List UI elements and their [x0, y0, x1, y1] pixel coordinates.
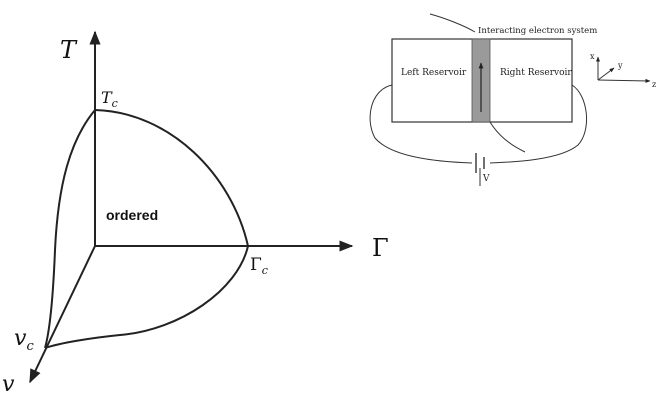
coordinate-axes: x y z: [590, 52, 656, 89]
inner-lead: [489, 121, 526, 153]
axis-t-label: T: [60, 36, 78, 64]
interacting-system-label: Interacting electron system: [478, 26, 597, 36]
phase-diagram: T Γ v Tc Γc vc ordered: [2, 30, 389, 397]
transport-schematic: Interacting electron system Left Reservo…: [369, 13, 656, 186]
tc-label: Tc: [101, 88, 118, 110]
right-wire: [489, 84, 588, 164]
axis-gamma-label: Γ: [372, 234, 389, 262]
right-reservoir-label: Right Reservoir: [500, 68, 572, 78]
vc-label-sub: c: [26, 339, 34, 354]
vc-label-main: v: [14, 326, 27, 351]
tc-label-sub: c: [112, 97, 118, 110]
coord-z-axis: [597, 78, 651, 83]
vc-label: vc: [14, 326, 34, 354]
left-reservoir-label: Left Reservoir: [401, 68, 467, 78]
gammac-label: Γc: [250, 255, 268, 277]
left-wire: [369, 84, 473, 164]
boundary-gamma-v: [44, 245, 249, 349]
bias-label: V: [482, 174, 490, 184]
tc-label-main: T: [101, 88, 113, 107]
v-axis: [29, 245, 96, 384]
coord-x-label: x: [590, 52, 595, 61]
coord-z-label: z: [652, 80, 656, 89]
ordered-region-label: ordered: [106, 207, 158, 223]
gammac-label-sub: c: [262, 264, 268, 277]
axis-v-label: v: [2, 372, 15, 397]
boundary-t-gamma: [94, 109, 249, 247]
boundary-t-v: [44, 109, 96, 349]
gammac-label-main: Γ: [250, 255, 262, 275]
coord-y-label: y: [617, 61, 623, 70]
coord-y-axis: [597, 67, 615, 81]
interacting-callout-line: [429, 13, 476, 33]
